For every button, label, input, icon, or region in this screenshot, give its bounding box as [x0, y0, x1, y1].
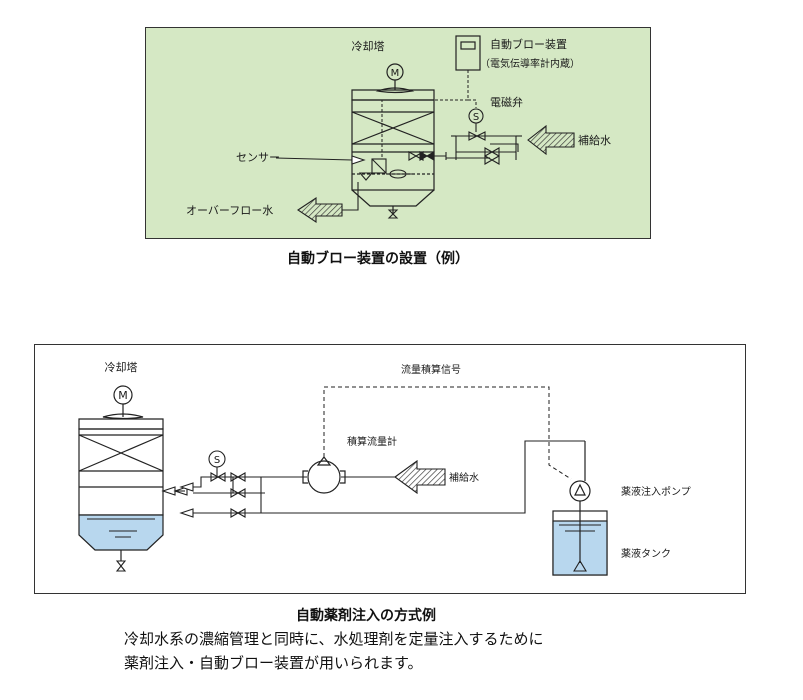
f1-solenoid-icon: S: [468, 108, 484, 132]
description-line-1: 冷却水系の濃縮管理と同時に、水処理剤を定量注入するために: [124, 630, 544, 648]
f2-cooling-tower-label: 冷却塔: [105, 361, 138, 374]
f1-sensor-label: センサー: [236, 151, 280, 164]
f2-motor-icon: M: [102, 385, 144, 420]
f1-overflow-label: オーバーフロー水: [186, 204, 273, 217]
f1-auto-blow-controller: [455, 35, 481, 71]
f1-solenoid-label: 電磁弁: [490, 95, 523, 109]
f1-sensor-leader: [275, 157, 353, 161]
f1-makeup-water-label: 補給水: [578, 133, 611, 147]
f2-pump-label: 薬液注入ポンプ: [621, 485, 691, 498]
f1-motor-icon: M: [375, 63, 415, 94]
f2-pump-icon: [569, 441, 591, 511]
f1-signal-lines: [381, 70, 477, 159]
f1-tower-body: [351, 89, 435, 214]
f1-valves: [408, 131, 500, 165]
svg-text:M: M: [118, 389, 128, 402]
f1-conductivity-label: （電気伝導率計内蔵）: [480, 57, 580, 70]
f1-overflow-pipe: [342, 182, 359, 211]
f2-flow-signal-label: 流量積算信号: [401, 363, 461, 376]
f2-chemical-tank: [552, 510, 608, 576]
f2-tower-body: [78, 418, 164, 516]
f2-flowmeter-label: 積算流量計: [347, 435, 397, 448]
f1-piping: [422, 135, 522, 160]
f2-tower-water: [78, 514, 164, 561]
figure2-chemical-injection-diagram: 冷却塔 M S: [34, 344, 746, 594]
f2-tank-label: 薬液タンク: [621, 547, 671, 560]
svg-text:S: S: [473, 112, 479, 123]
f2-piping: [193, 440, 585, 514]
description-line-2: 薬剤注入・自動ブロー装置が用いられます。: [124, 654, 423, 672]
f2-solenoid-icon: S: [208, 450, 226, 477]
f2-makeup-water-arrow: [394, 459, 446, 495]
f1-auto-blow-label: 自動ブロー装置: [490, 37, 567, 51]
f2-tower-inlets: [161, 482, 194, 518]
f2-flow-signal-line: [323, 386, 572, 480]
f1-makeup-water-arrow: [527, 124, 575, 156]
svg-text:S: S: [214, 455, 220, 466]
figure1-svg: 冷却塔 M センサー 自動ブロー装置 （電気伝導率計内: [186, 35, 611, 224]
figure1-caption: 自動ブロー装置の設置（例）: [287, 251, 469, 267]
svg-text:M: M: [391, 68, 400, 79]
figure2-svg: 冷却塔 M S: [78, 361, 691, 576]
f1-sensor-icon: [351, 155, 387, 181]
f1-overflow-arrow: [297, 196, 343, 224]
figure1-auto-blow-diagram: 冷却塔 M センサー 自動ブロー装置 （電気伝導率計内: [145, 27, 651, 239]
f1-drain-valve-icon: [387, 209, 399, 219]
f2-flowmeter-icon: [302, 456, 346, 494]
f2-drain-valve-icon: [115, 560, 127, 572]
figure2-caption: 自動薬剤注入の方式例: [296, 608, 436, 624]
f2-valves: [210, 472, 246, 518]
f1-cooling-tower-label: 冷却塔: [352, 40, 385, 53]
f2-makeup-water-label: 補給水: [449, 471, 479, 484]
